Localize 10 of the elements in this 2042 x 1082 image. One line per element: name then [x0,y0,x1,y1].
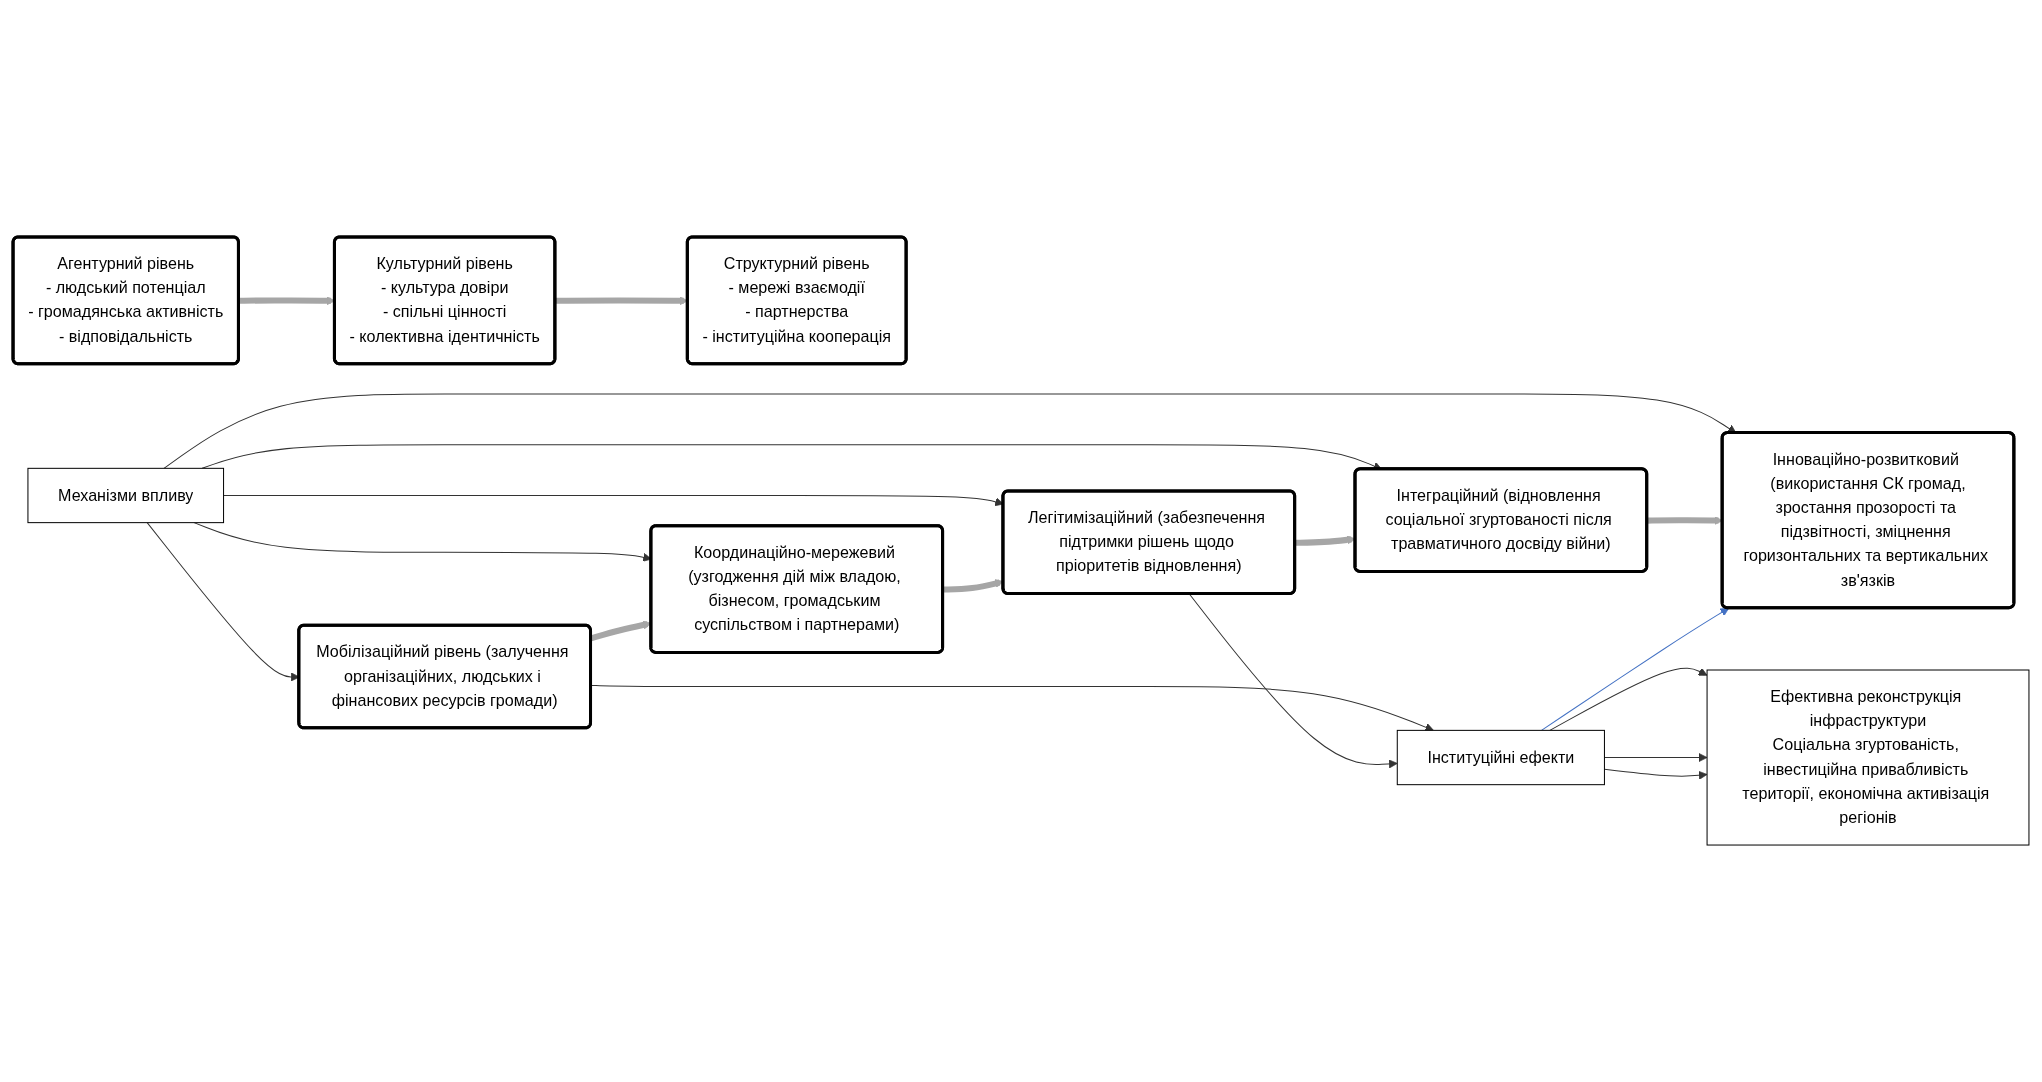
arrow [590,620,652,642]
arrow [1549,667,1708,731]
arrow [1540,607,1730,731]
arrow [943,579,1004,593]
node-box: Інституційні ефекти [1396,729,1605,786]
arrow [238,296,336,306]
arrow [1188,593,1398,769]
node-box: Механізми впливу [27,467,225,524]
arrow [163,393,1737,469]
node-box: Ефективна реконструкція інфраструктури Соціальна згуртованість, інвестиційна привабливість території, економічна активізація регіонів [1706,669,2030,846]
